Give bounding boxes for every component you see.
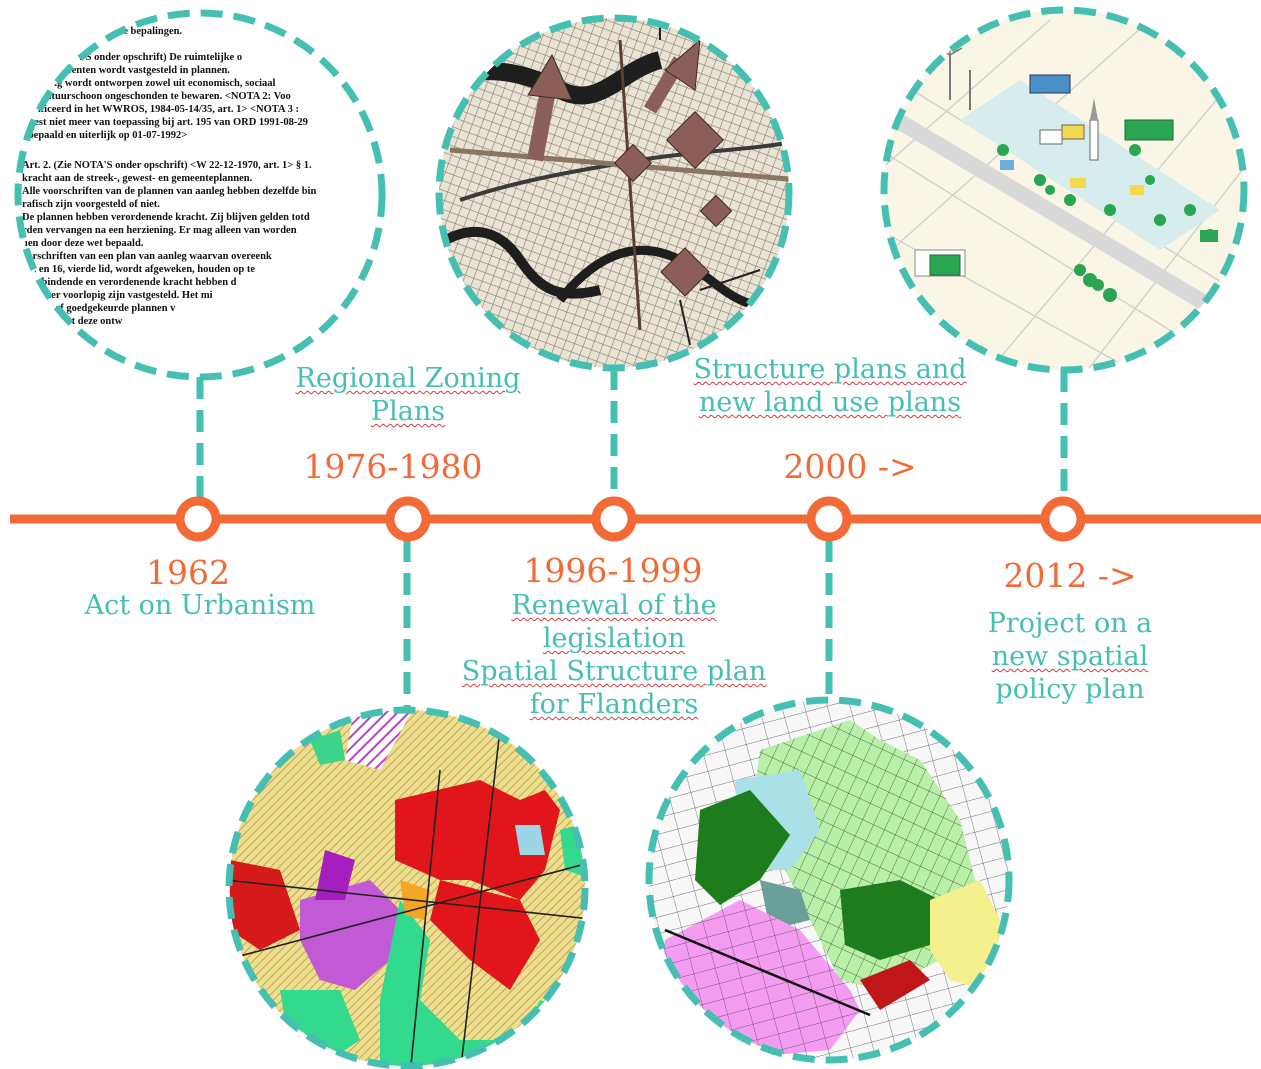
structure-plan-sketch-image: [439, 18, 789, 368]
title-2012-line-2: new spatial: [991, 640, 1149, 672]
document-line: kracht aan de streek-, gewest- en gemeen…: [22, 173, 253, 184]
document-line: Minister voorlopig zijn vastgesteld. Het…: [22, 290, 213, 301]
isometric-village-image: [884, 10, 1244, 370]
title-2012: Project on a new spatial policy plan: [930, 608, 1210, 707]
document-line: oorschriften van een plan van aanleg waa…: [22, 251, 272, 262]
title-1962-text: Act on Urbanism: [84, 590, 316, 621]
document-line: codificeerd in het WWROS, 1984-05-14/35,…: [22, 104, 299, 115]
document-line: rden vervangen na een herziening. Er mag…: [22, 225, 297, 236]
document-excerpt-text: ordening.OFDSTUK. - Algemene bepalingen.…: [22, 13, 382, 341]
document-line: lid, en 16, vierde lid, wordt afgeweken,…: [22, 264, 256, 275]
document-line: nbepaald en uiterlijk op 01-07-1992>: [22, 130, 188, 141]
milestone-node-1996: [591, 496, 637, 542]
title-2000-line-2: new land use plans: [698, 386, 962, 418]
title-1996-line-1: Renewal of the: [511, 590, 717, 621]
document-line: 1001 11: [22, 329, 56, 340]
legislation-document-image: ordening.OFDSTUK. - Algemene bepalingen.…: [18, 13, 382, 377]
document-line: [22, 146, 382, 159]
year-2000: 2000 ->: [783, 447, 917, 486]
regional-zoning-map-image: [229, 710, 585, 1066]
year-1962: 1962: [146, 553, 230, 592]
document-line: estelde of goedgekeurde plannen v: [22, 303, 176, 314]
title-1996-line-2: legislation: [542, 622, 686, 654]
document-line: 1. (Zie NOTA'S onder opschrift) De ruimt…: [22, 52, 243, 63]
year-2012: 2012 ->: [1003, 556, 1137, 595]
title-1976-line-2: Plans: [370, 395, 446, 427]
milestone-node-2012: [1040, 496, 1086, 542]
document-line: [22, 38, 382, 51]
title-1996-line-4: for Flanders: [529, 688, 699, 720]
document-line: Art. 2. (Zie NOTA'S onder opschrift) <W …: [22, 160, 312, 171]
title-2000-line-1: Structure plans and: [693, 354, 967, 385]
title-1962: Act on Urbanism: [60, 590, 340, 623]
document-line: ewest niet meer van toepassing bij art. …: [22, 117, 308, 128]
milestone-node-1976: [385, 496, 431, 542]
document-line: uen door deze wet bepaald.: [22, 238, 144, 249]
title-2000: Structure plans and new land use plans: [660, 354, 1000, 420]
milestone-node-2000: [806, 496, 852, 542]
document-line: ordening wordt ontworpen zowel uit econo…: [22, 78, 276, 89]
title-1976-line-1: Regional Zoning: [295, 363, 521, 394]
document-line: Alle voorschriften van de plannen van aa…: [22, 186, 317, 197]
document-line: OFDSTUK. - Algemene bepalingen.: [22, 26, 183, 37]
milestone-node-1962: [175, 496, 221, 542]
document-line: rafisch zijn voorgesteld of niet.: [22, 199, 160, 210]
document-line: nds natuurschoon ongeschonden te bewaren…: [22, 91, 291, 102]
document-line: De plannen hebben verordenende kracht. Z…: [22, 212, 310, 223]
year-1996: 1996-1999: [523, 551, 703, 590]
image-2000-frame: [645, 696, 1013, 1064]
title-1976: Regional Zoning Plans: [258, 363, 558, 429]
title-2012-line-3: policy plan: [995, 673, 1145, 705]
title-1996-line-3: Spatial Structure plan: [461, 655, 767, 687]
document-line: lfde bindende en verordenende kracht heb…: [22, 277, 237, 288]
title-2012-line-1: Project on a: [987, 608, 1153, 639]
year-1976: 1976-1980: [303, 447, 483, 486]
title-1996: Renewal of the legislation Spatial Struc…: [444, 590, 784, 722]
